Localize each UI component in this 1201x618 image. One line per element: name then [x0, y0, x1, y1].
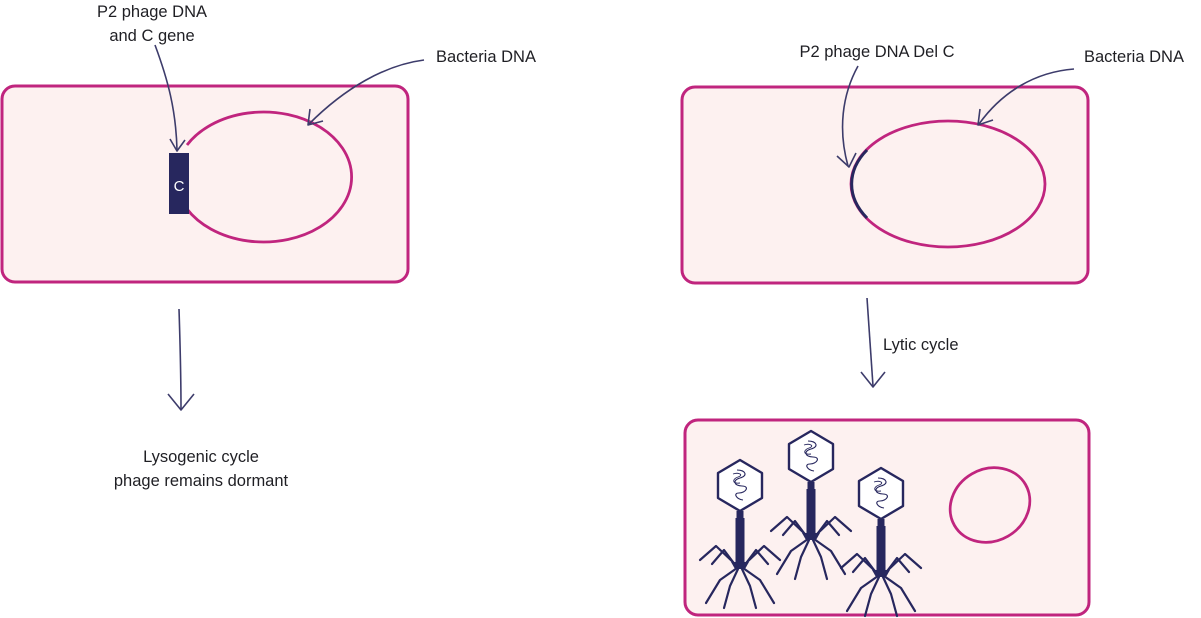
phage-dna-del-c-label: P2 phage DNA Del C: [799, 43, 954, 61]
bacteria-dna-label-left: Bacteria DNA: [436, 48, 536, 66]
bacteria-dna-arrow-right: [978, 68, 1075, 125]
phage-dna-arrowhead-left: [169, 138, 186, 152]
bacteria-dna-label-right: Bacteria DNA: [1084, 48, 1184, 66]
c-gene-label: C: [174, 178, 185, 195]
bacteria-dna-arrowhead-left: [307, 108, 324, 126]
down-arrow-left: [178, 308, 182, 410]
c-gene-block: [169, 153, 189, 214]
down-arrowhead-right: [860, 371, 886, 388]
lysogenic-outcome-line2: phage remains dormant: [114, 472, 289, 490]
phage-dna-arrow-left: [154, 44, 178, 151]
phage-dna-arrowhead-right: [836, 152, 857, 168]
phage-dna-label-left-line2: and C gene: [109, 27, 194, 45]
bacterial-chromosome-fragment: [948, 466, 1032, 544]
bacterial-cell-right: [680, 85, 1090, 285]
lysogenic-outcome-line1: Lysogenic cycle: [143, 448, 259, 466]
lytic-cycle-label: Lytic cycle: [883, 336, 959, 354]
phage-dna-segment-right: [850, 148, 869, 220]
phage-dna-arrow-right: [841, 65, 859, 167]
bacterial-cell-left: [0, 84, 410, 284]
down-arrow-right: [866, 297, 874, 387]
phage-dna-label-left: P2 phage DNA: [97, 3, 207, 21]
bacterial-chromosome-left: [185, 110, 353, 244]
bacteria-dna-arrow-left: [308, 59, 425, 125]
bacteria-dna-arrowhead-right: [977, 108, 994, 126]
down-arrowhead-left: [167, 393, 195, 411]
